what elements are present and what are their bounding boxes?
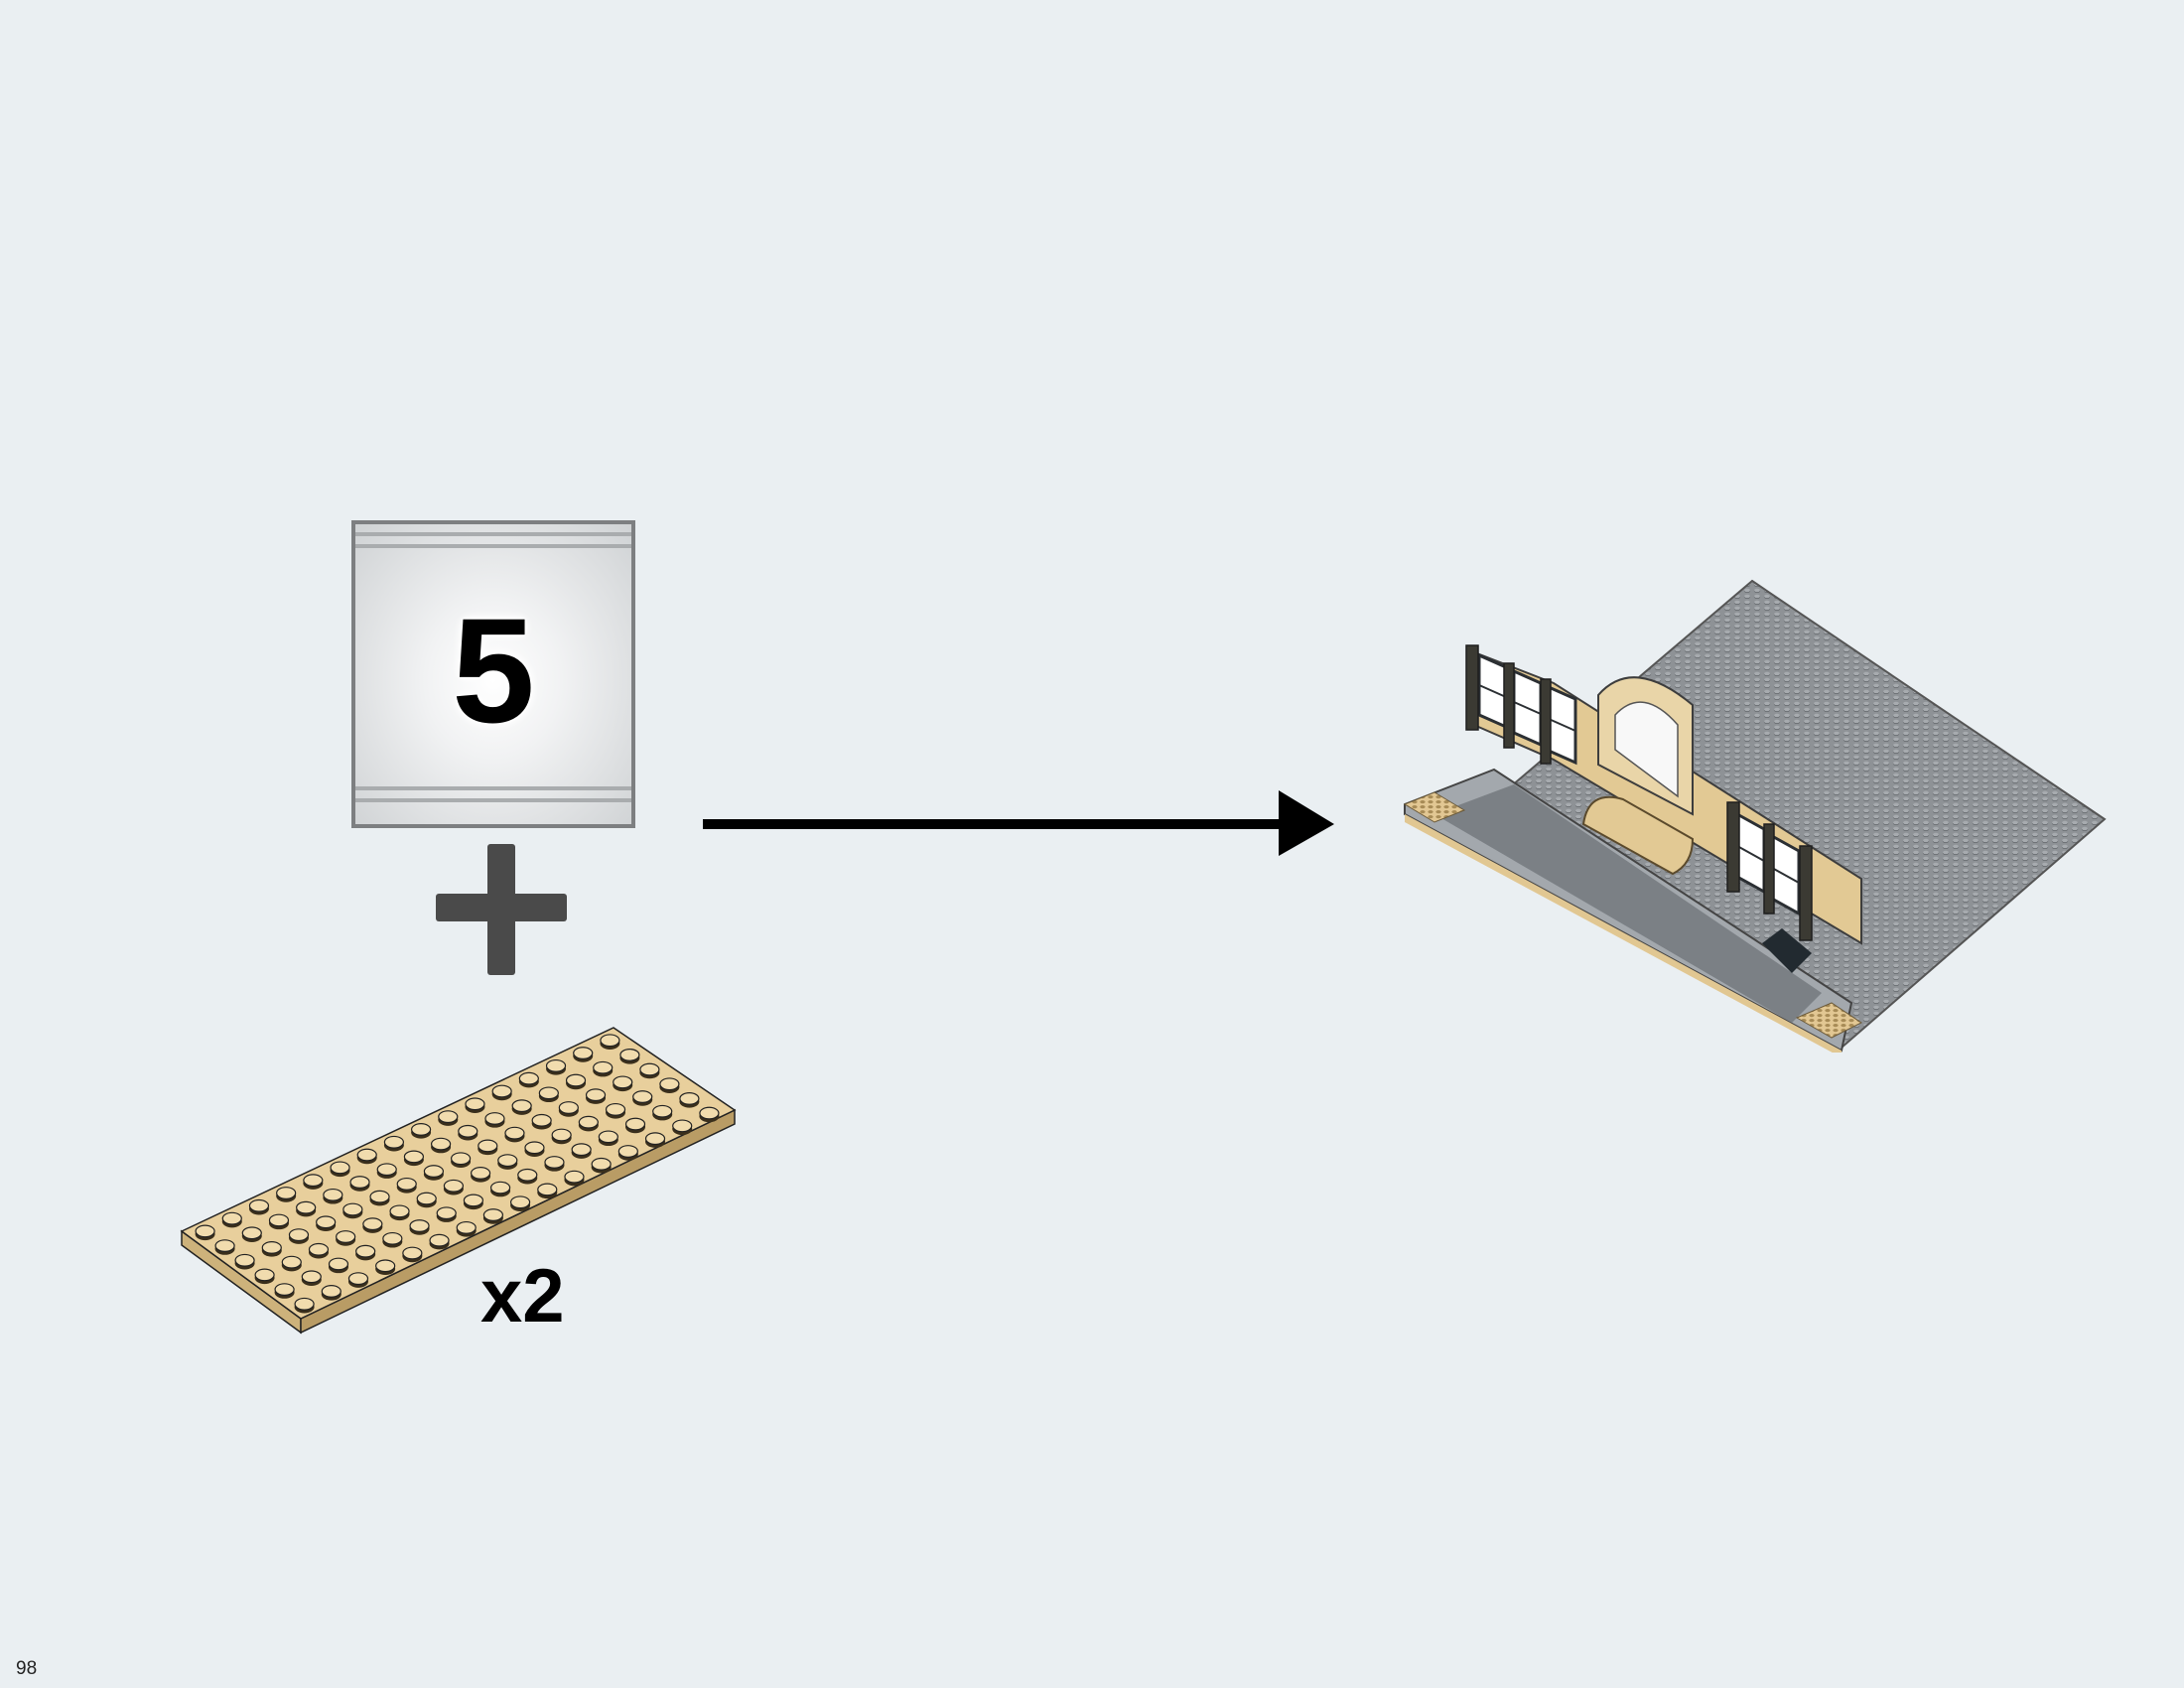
page-number: 98 bbox=[16, 1658, 38, 1679]
tan-plate-part bbox=[180, 1027, 737, 1335]
bag-number: 5 bbox=[452, 587, 535, 754]
building-model-image bbox=[1403, 579, 2107, 1053]
numbered-bag-icon: 5 bbox=[351, 520, 635, 828]
part-quantity: x2 bbox=[480, 1254, 565, 1338]
plus-icon bbox=[436, 844, 567, 975]
bag-seal-top bbox=[355, 532, 631, 562]
bag-seal-bottom bbox=[355, 786, 631, 816]
right-arrow-icon bbox=[703, 790, 1334, 856]
